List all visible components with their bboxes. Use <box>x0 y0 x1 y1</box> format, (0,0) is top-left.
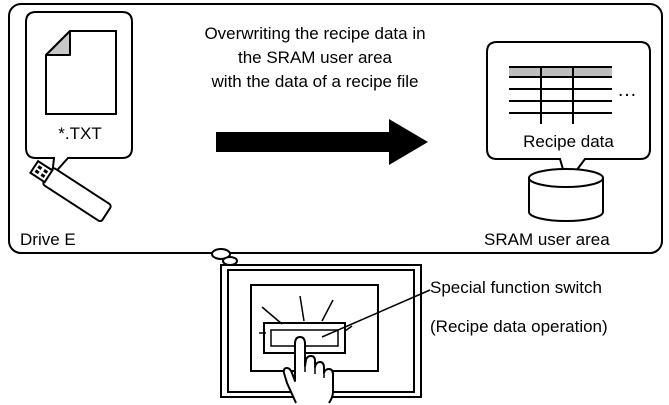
glow-rays <box>259 295 353 334</box>
caption-line-3: with the data of a recipe file <box>211 72 419 91</box>
switch-sublabel: (Recipe data operation) <box>430 317 608 336</box>
document-icon <box>45 30 117 115</box>
file-label: *.TXT <box>58 124 102 143</box>
recipe-data-label: Recipe data <box>523 132 614 151</box>
switch-label: Special function switch <box>430 278 602 297</box>
sram-label: SRAM user area <box>484 230 610 249</box>
recipe-table-icon <box>509 66 612 124</box>
transfer-arrow <box>216 119 428 165</box>
usb-drive-icon <box>29 159 112 223</box>
caption-line-1: Overwriting the recipe data in <box>204 24 426 43</box>
drive-label: Drive E <box>20 230 76 249</box>
database-icon <box>528 168 604 222</box>
caption-line-2: the SRAM user area <box>237 48 392 67</box>
switch-leader-line <box>321 289 431 338</box>
hand-pointer-icon <box>282 336 334 404</box>
table-ellipsis: … <box>617 79 637 101</box>
